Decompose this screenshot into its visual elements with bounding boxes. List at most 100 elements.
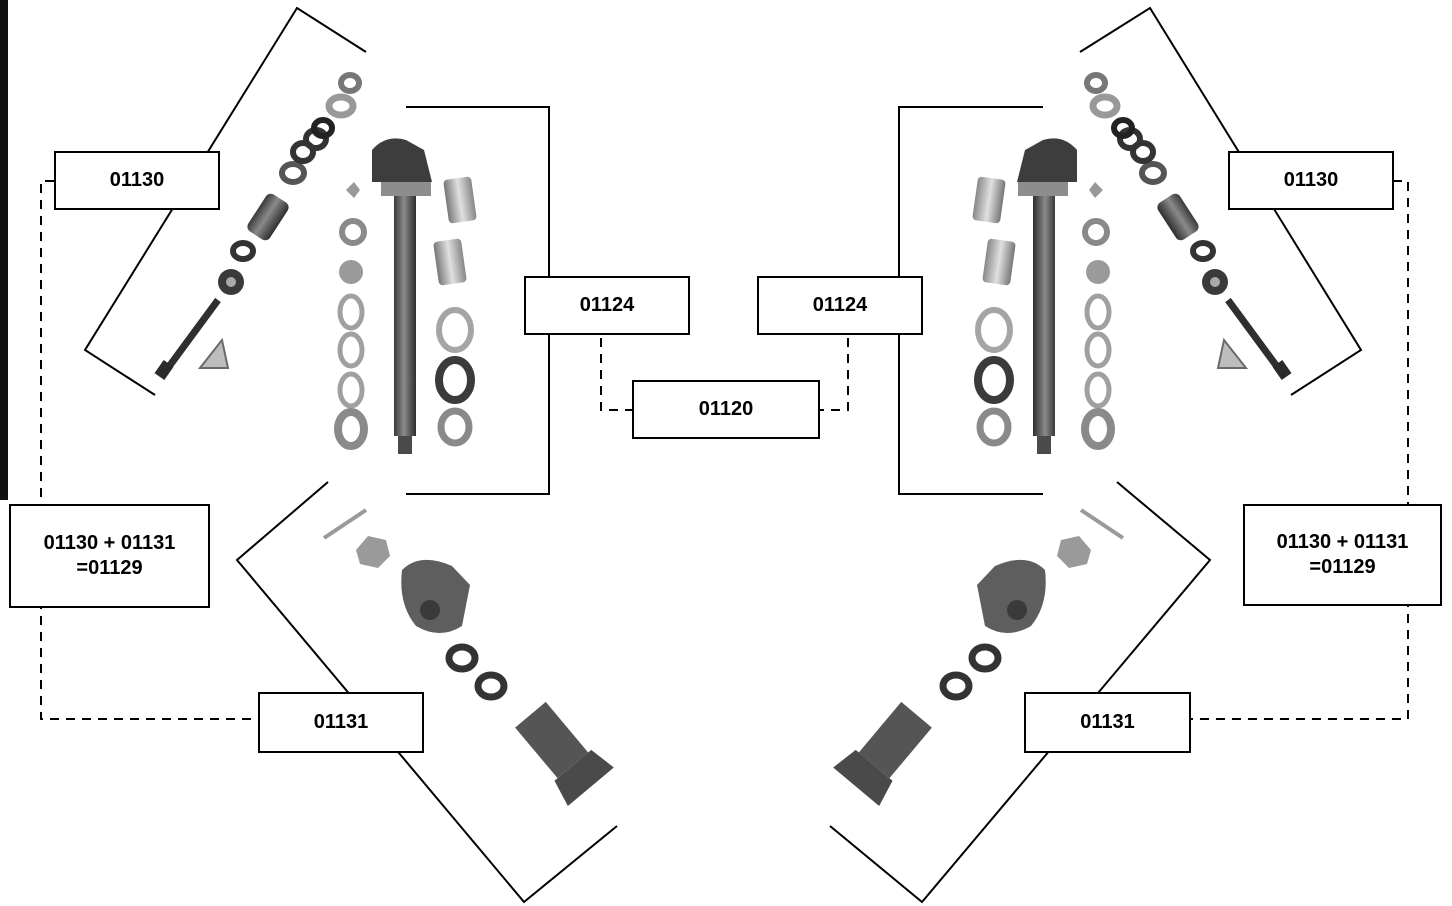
combo-line-1: 01130 + 01131: [1276, 531, 1409, 553]
kit-01124-right: [972, 138, 1115, 454]
label-combo-01129-right: 01130 + 01131 =01129: [1243, 504, 1442, 606]
label-01131-left: 01131: [258, 692, 424, 753]
connector-01120-right: [820, 338, 849, 411]
label-01130-right: 01130: [1228, 151, 1394, 210]
label-combo-01129-left: 01130 + 01131 =01129: [9, 504, 210, 608]
cotter-pin-icon: [1079, 508, 1125, 540]
spacer-icon: [435, 356, 475, 404]
washer-icon: [279, 161, 307, 185]
thrust-washer-icon: [1081, 408, 1115, 450]
washer-icon: [1130, 140, 1156, 164]
spacer-icon: [974, 356, 1014, 404]
knuckle-bore-icon: [420, 600, 440, 620]
washer-icon: [1139, 161, 1167, 185]
connector-lines: [40, 180, 1409, 720]
washer-icon: [290, 140, 316, 164]
king-pin-cap-icon: [372, 138, 432, 182]
washer-icon: [474, 671, 508, 701]
shim-icon: [1084, 331, 1112, 369]
connector-01120-left: [600, 338, 633, 411]
shim-icon: [337, 293, 365, 331]
kit-01131-left: [322, 508, 614, 807]
draw-key-icon: [1225, 297, 1292, 380]
washer-icon: [1089, 93, 1121, 119]
hex-nut-icon: [1082, 218, 1110, 246]
washer-icon: [445, 643, 479, 673]
kit-01130-right: [1084, 72, 1292, 380]
king-pin-icon: [394, 196, 416, 436]
label-text: 01124: [579, 294, 635, 316]
washer-icon: [1084, 72, 1108, 94]
label-01131-right: 01131: [1024, 692, 1191, 753]
label-text: 01124: [812, 294, 868, 316]
washer-icon: [968, 643, 1002, 673]
kit-01130-left: [154, 72, 362, 380]
shim-icon: [975, 307, 1013, 353]
bushing-icon: [443, 176, 477, 224]
lock-plate-icon: [1216, 337, 1249, 369]
shim-icon: [436, 307, 474, 353]
castle-nut-icon: [356, 536, 390, 568]
washer-icon: [1111, 117, 1135, 139]
shim-icon: [337, 371, 365, 409]
sleeve-icon: [1157, 193, 1199, 241]
thrust-washer-icon: [437, 407, 473, 447]
cotter-pin-icon: [322, 508, 368, 540]
label-text: 01131: [1080, 711, 1135, 733]
shim-icon: [337, 331, 365, 369]
shim-icon: [1084, 293, 1112, 331]
lock-plate-icon: [197, 337, 230, 369]
washer-icon: [325, 93, 357, 119]
draw-key-icon: [154, 297, 221, 380]
bolt-icon: [833, 701, 932, 807]
connector-right: [1190, 180, 1409, 720]
thrust-bearing-icon: [381, 182, 431, 196]
washer-icon: [338, 72, 362, 94]
label-01124-right: 01124: [757, 276, 923, 335]
king-pin-thread-icon: [1037, 436, 1051, 454]
sleeve-icon: [247, 193, 289, 241]
king-pin-icon: [1033, 196, 1055, 436]
thrust-washer-icon: [334, 408, 368, 450]
bushing-icon: [982, 238, 1016, 286]
knuckle-bore-icon: [1007, 600, 1027, 620]
washer-icon: [311, 117, 335, 139]
lock-clip-icon: [346, 182, 360, 198]
king-pin-cap-icon: [1017, 138, 1077, 182]
castle-nut-icon: [1202, 269, 1228, 295]
label-text: 01120: [698, 398, 754, 420]
washer-icon: [939, 671, 973, 701]
lock-washer-icon: [339, 260, 363, 284]
steering-knuckle-cap-icon: [401, 559, 470, 633]
lock-clip-icon: [1089, 182, 1103, 198]
bracket-lines: [83, 6, 1363, 904]
connector-left: [40, 180, 259, 720]
combo-line-1: 01130 + 01131: [43, 532, 176, 554]
castle-nut-icon: [218, 269, 244, 295]
washer-icon: [230, 240, 256, 262]
hex-nut-icon: [339, 218, 367, 246]
kit-01131-right: [833, 508, 1125, 807]
shim-icon: [1084, 371, 1112, 409]
page-edge-strip: [0, 0, 8, 500]
washer-icon: [1190, 240, 1216, 262]
bushing-icon: [972, 176, 1006, 224]
label-01130-left: 01130: [54, 151, 220, 210]
castle-nut-icon: [1057, 536, 1091, 568]
combo-line-2: =01129: [76, 557, 143, 579]
king-pin-thread-icon: [398, 436, 412, 454]
bushing-icon: [433, 238, 467, 286]
steering-knuckle-cap-icon: [977, 559, 1046, 633]
bolt-icon: [515, 701, 614, 807]
label-text: 01130: [1283, 169, 1339, 191]
label-01124-left: 01124: [524, 276, 690, 335]
label-text: 01131: [313, 711, 369, 733]
label-01120: 01120: [632, 380, 820, 439]
lock-washer-icon: [1086, 260, 1110, 284]
combo-line-2: =01129: [1309, 556, 1376, 578]
thrust-bearing-icon: [1018, 182, 1068, 196]
label-text: 01130: [109, 169, 165, 191]
thrust-washer-icon: [976, 407, 1012, 447]
kit-01124-left: [334, 138, 477, 454]
